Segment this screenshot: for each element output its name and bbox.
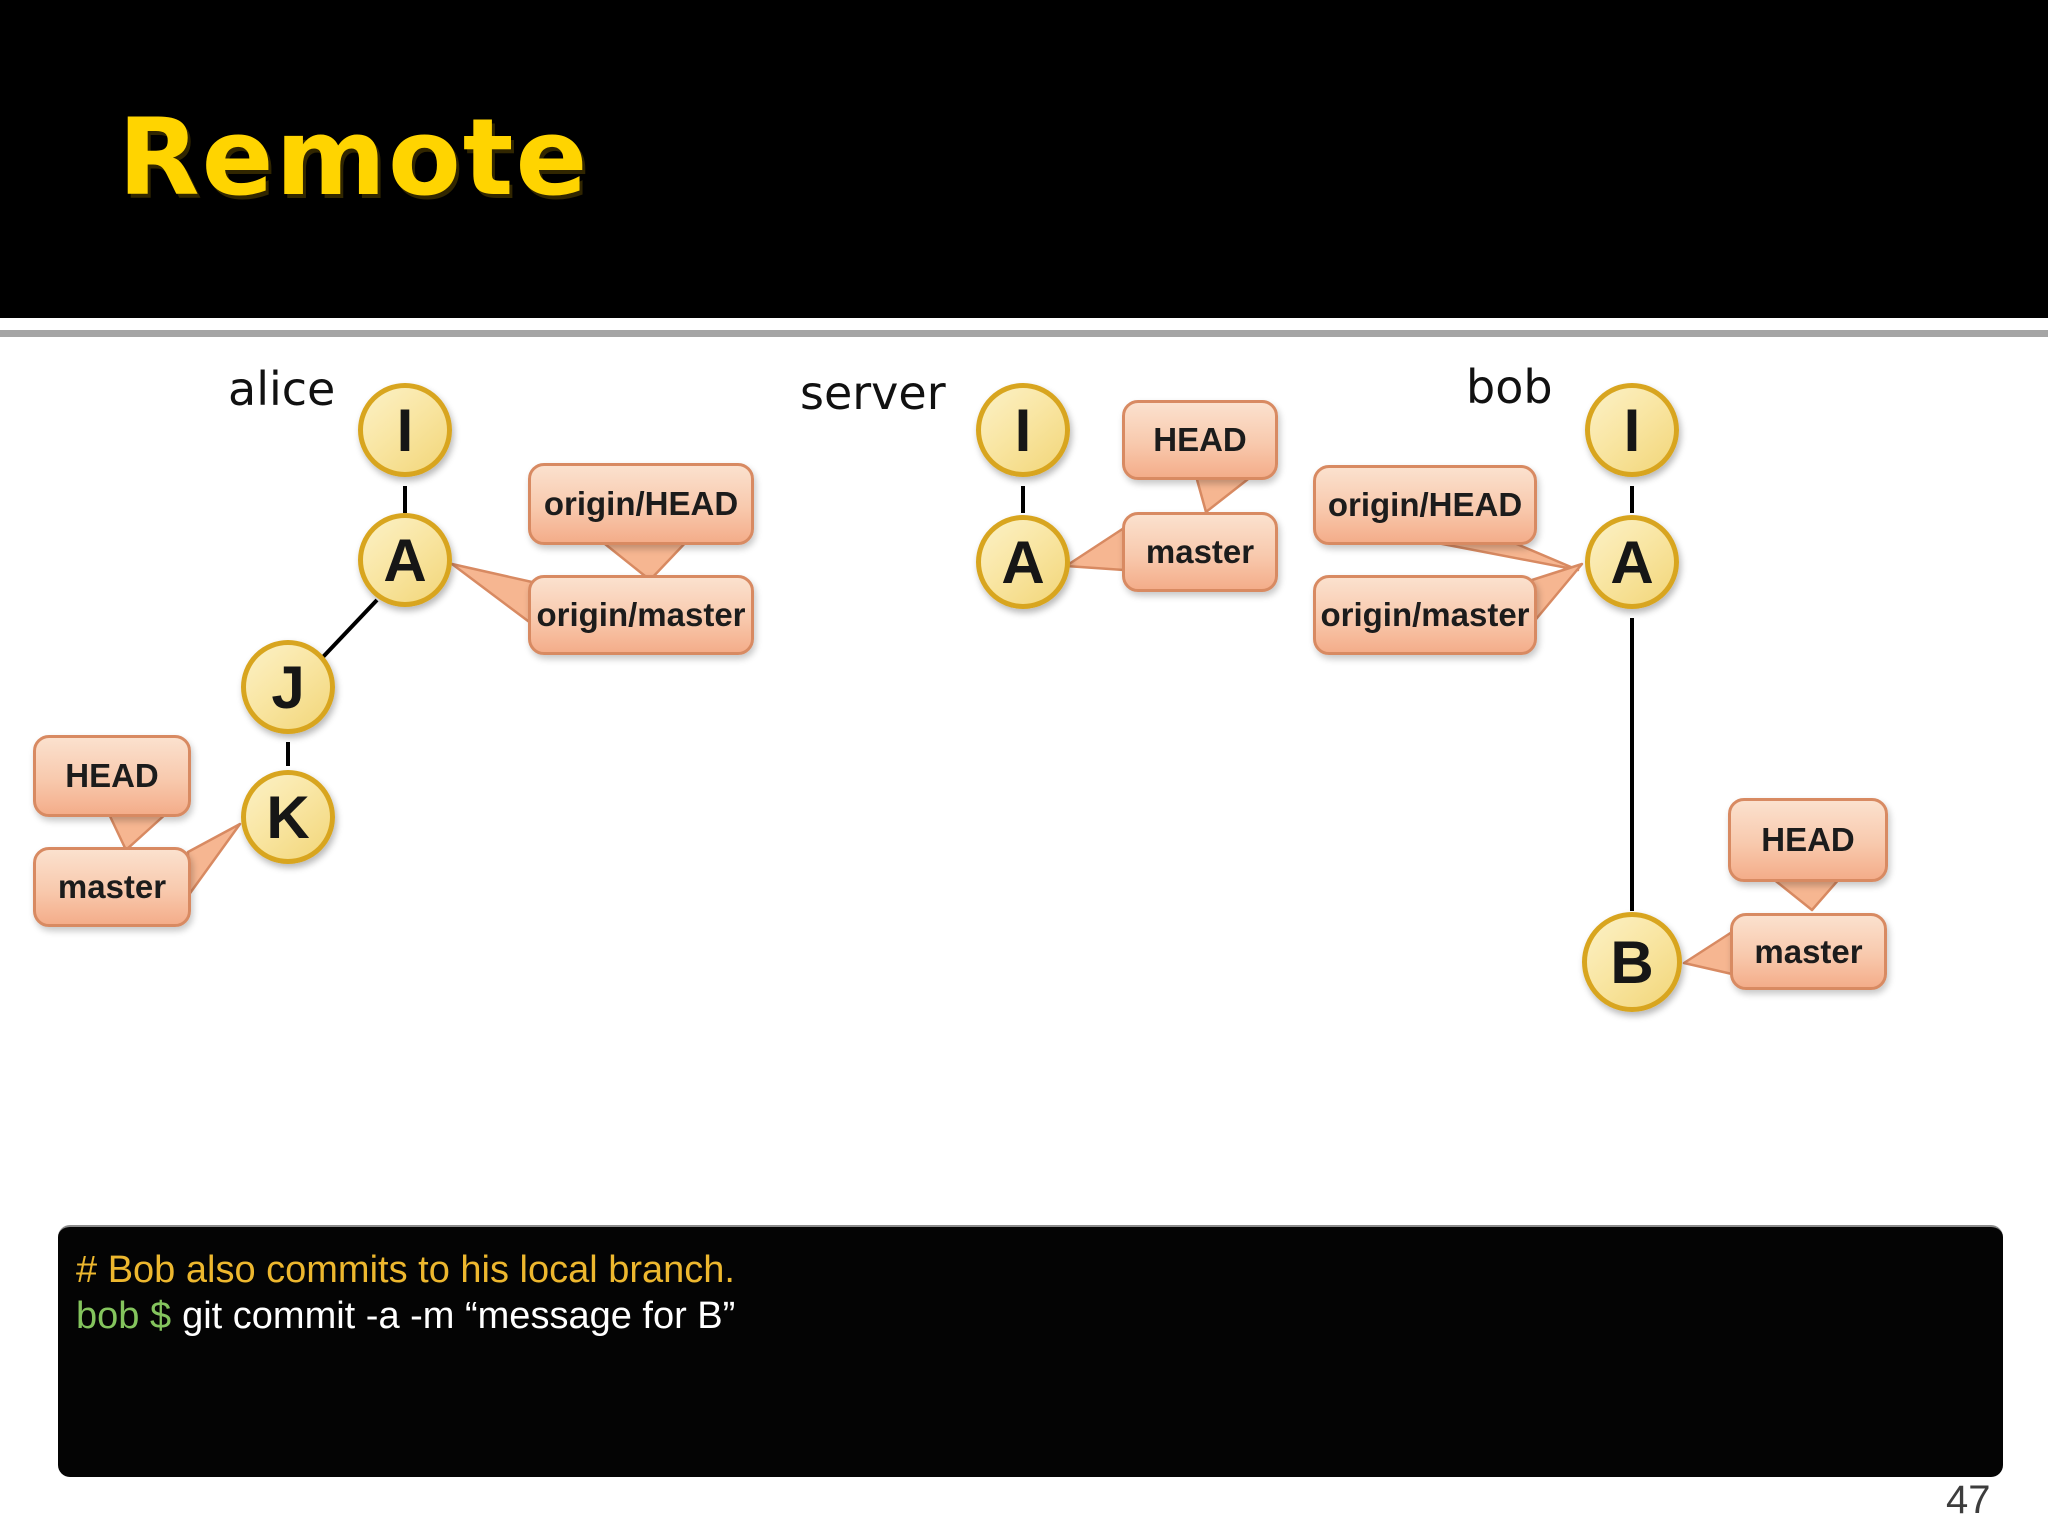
callout-tail-server-head [1194,474,1254,514]
commit-node-alice-k: K [241,770,335,864]
page-title: Remote [118,96,590,219]
terminal-comment-line: # Bob also commits to his local branch. [76,1249,735,1291]
callout-bob-origin-master: origin/master [1313,575,1537,655]
commit-node-bob-i: I [1585,383,1679,477]
callout-tail-alice-origin-head [598,538,690,582]
terminal-panel: # Bob also commits to his local branch. … [58,1225,2003,1477]
callout-tail-bob-master [1682,930,1734,976]
callout-tail-bob-head [1770,876,1842,912]
callout-server-head: HEAD [1122,400,1278,480]
callout-bob-head: HEAD [1728,798,1888,882]
commit-node-alice-i: I [358,383,452,477]
commit-node-bob-b: B [1582,912,1682,1012]
terminal-prompt: bob $ [76,1295,172,1338]
terminal-command: git commit -a -m “message for B” [182,1295,736,1338]
commit-arrow-alice-j-to-a [320,598,379,660]
commit-node-alice-j: J [241,640,335,734]
repo-label-bob: bob [1466,360,1553,414]
callout-tail-alice-master [186,822,242,898]
callout-alice-origin-head: origin/HEAD [528,463,754,545]
commit-node-bob-a: A [1585,515,1679,609]
repo-label-server: server [800,366,946,420]
callout-server-master: master [1122,512,1278,592]
callout-alice-head: HEAD [33,735,191,817]
callout-tail-bob-origin-master [1530,562,1584,626]
callout-bob-origin-head: origin/HEAD [1313,465,1537,545]
header-divider [0,330,2048,337]
callout-tail-bob-origin-head [1430,540,1580,572]
commit-node-server-i: I [976,383,1070,477]
callout-alice-master: master [33,847,191,927]
callout-tail-alice-head [106,810,170,852]
slide-header: Remote [0,0,2048,318]
callout-bob-master: master [1730,913,1887,990]
repo-label-alice: alice [228,362,336,416]
callout-alice-origin-master: origin/master [528,575,754,655]
commit-node-server-a: A [976,515,1070,609]
commit-node-alice-a: A [358,513,452,607]
page-number: 47 [1946,1478,1991,1522]
callout-tail-server-master [1064,526,1126,572]
terminal-command-line: bob $git commit -a -m “message for B” [76,1293,1985,1339]
callout-tail-alice-origin-master [450,562,534,626]
